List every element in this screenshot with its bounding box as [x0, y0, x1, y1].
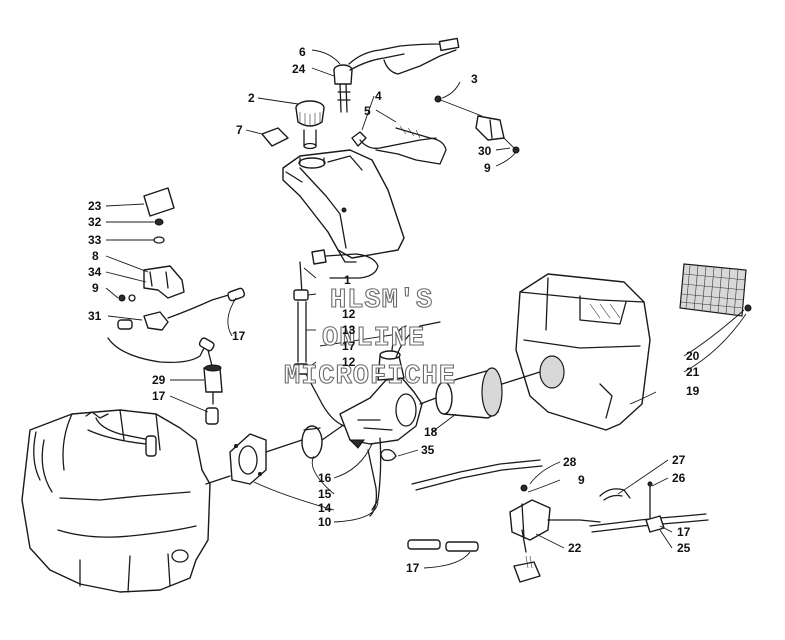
callout-20: 20 — [686, 349, 700, 363]
decal-7 — [261, 127, 289, 147]
leader-lines — [105, 49, 747, 569]
hose-clip-35 — [380, 448, 397, 462]
callout-17-filter: 17 — [152, 389, 166, 403]
callout-17-mid: 17 — [342, 339, 356, 353]
callout-7: 7 — [236, 123, 243, 137]
callout-9-pump: 9 — [578, 473, 585, 487]
vent-hose-assembly — [351, 125, 447, 165]
fuel-gauge-sender — [333, 37, 460, 113]
bracket-assembly-left — [117, 187, 246, 331]
fuel-filter-hose — [107, 337, 223, 425]
callout-6: 6 — [299, 45, 306, 59]
callout-12-upper: 12 — [342, 307, 356, 321]
callout-5: 5 — [364, 104, 371, 118]
vent-check-valve — [434, 95, 520, 154]
tank-outlet-fuel-line — [293, 249, 379, 427]
loose-hose-sections — [407, 539, 479, 552]
callout-15: 15 — [318, 487, 332, 501]
intake-connection — [205, 371, 541, 485]
watermark-line-3: MICROFICHE — [284, 362, 456, 392]
callout-2: 2 — [248, 91, 255, 105]
carb-fuel-hose — [367, 321, 441, 517]
callout-19: 19 — [686, 384, 700, 398]
callout-4: 4 — [375, 89, 382, 103]
callout-23: 23 — [88, 199, 102, 213]
callout-14: 14 — [318, 501, 332, 515]
engine-block — [21, 409, 211, 593]
lower-right-hoses — [589, 481, 709, 533]
callout-3: 3 — [471, 72, 478, 86]
callout-1: 1 — [344, 273, 351, 287]
callout-9-left: 9 — [92, 281, 99, 295]
callout-27: 27 — [672, 453, 686, 467]
callout-33: 33 — [88, 233, 102, 247]
intake-flange — [229, 433, 267, 485]
callout-31: 31 — [88, 309, 102, 323]
callout-24: 24 — [292, 62, 306, 76]
callout-22: 22 — [568, 541, 582, 555]
intake-boot — [435, 367, 503, 419]
callout-21: 21 — [686, 365, 700, 379]
callout-16: 16 — [318, 471, 332, 485]
watermark-line-1: HLSM'S — [330, 286, 433, 316]
fuel-tank — [282, 149, 405, 263]
callout-18: 18 — [424, 425, 438, 439]
fuel-cap — [295, 100, 325, 150]
callout-32: 32 — [88, 215, 102, 229]
fuel-pump — [411, 459, 601, 583]
callout-30: 30 — [478, 144, 492, 158]
callout-35: 35 — [421, 443, 435, 457]
callout-29: 29 — [152, 373, 166, 387]
callout-13: 13 — [342, 323, 356, 337]
callout-17-left: 17 — [232, 329, 246, 343]
callouts: 6 24 2 3 4 5 7 30 9 23 32 33 8 34 9 31 1… — [88, 45, 700, 575]
watermark-line-2: ONLINE — [322, 324, 425, 354]
callout-34: 34 — [88, 265, 102, 279]
callout-28: 28 — [563, 455, 577, 469]
callout-12-lower: 12 — [342, 355, 356, 369]
callout-10: 10 — [318, 515, 332, 529]
callout-17-right: 17 — [677, 525, 691, 539]
callout-25: 25 — [677, 541, 691, 555]
carburetor — [339, 325, 423, 511]
intake-clamp — [301, 425, 323, 459]
callout-17-bottom: 17 — [406, 561, 420, 575]
air-silencer — [515, 273, 651, 431]
intake-screen — [679, 263, 752, 317]
callout-9-top: 9 — [484, 161, 491, 175]
callout-26: 26 — [672, 471, 686, 485]
callout-8: 8 — [92, 249, 99, 263]
watermark: HLSM'S ONLINE MICROFICHE — [283, 285, 456, 392]
